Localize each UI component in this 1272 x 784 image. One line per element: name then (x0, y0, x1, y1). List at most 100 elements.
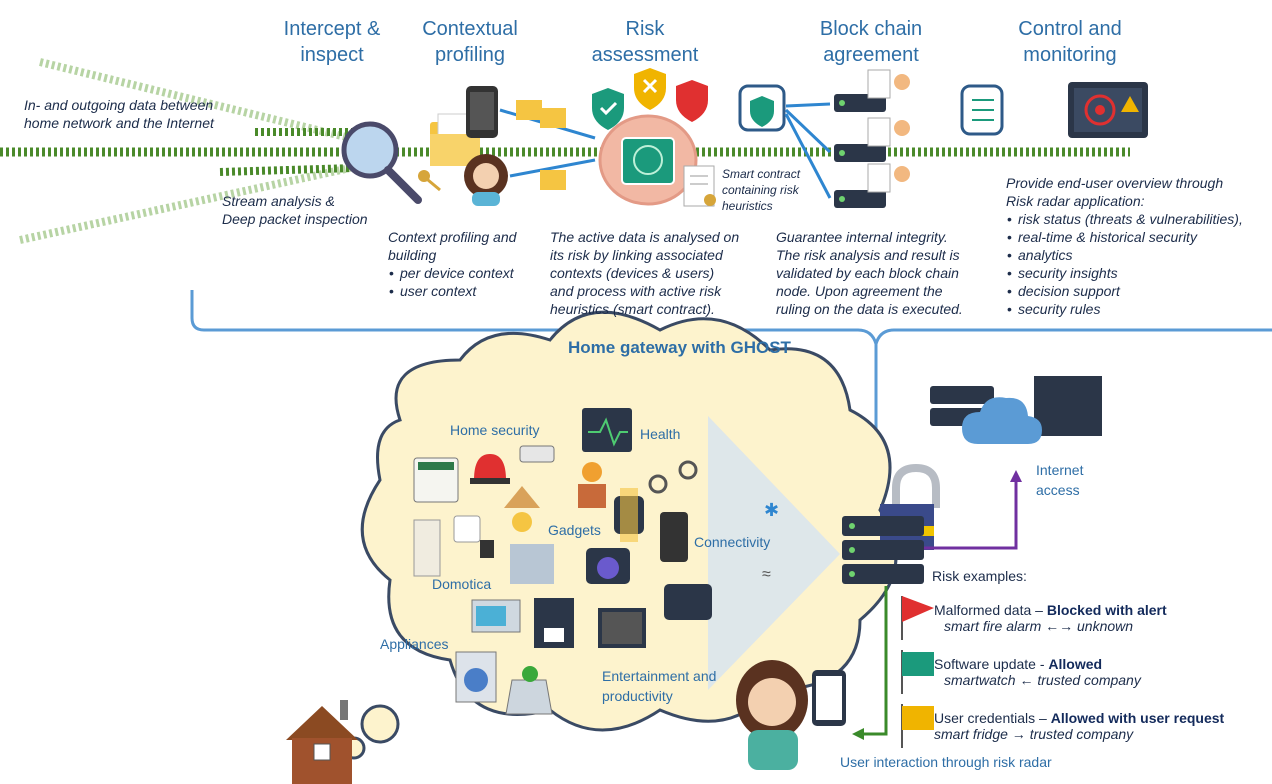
label-home-security: Home security (450, 422, 540, 438)
smartphone-icon (466, 86, 498, 138)
plug-icon (480, 540, 494, 558)
label-line: productivity (602, 688, 673, 704)
exercise-bike-icon (648, 460, 698, 494)
shield-x-icon (634, 68, 666, 110)
stage-title-line: inspect (300, 44, 364, 66)
label-line: home network and the Internet (24, 115, 214, 131)
stage-title-line: agreement (823, 44, 919, 66)
stage-title-line: profiling (434, 44, 506, 66)
verified-bubble-icon (738, 84, 786, 132)
desc-line: The risk analysis and result is (776, 247, 960, 263)
wifi-icon: ≈ (762, 566, 771, 583)
thumbs-up-icon (867, 69, 910, 99)
file-icon (540, 170, 566, 190)
profiling-description: Context profiling and building per devic… (388, 228, 544, 300)
monitor-icon (598, 608, 646, 648)
desc-bullet-continuation: analytics (1007, 246, 1272, 264)
shield-icon (676, 80, 708, 122)
desc-line: heuristics (smart contract). (550, 301, 715, 317)
label-connectivity: Connectivity (694, 534, 771, 550)
desc-line: The active data is analysed on (550, 229, 740, 245)
desc-bullet: security rules (1007, 300, 1272, 318)
radiator-icon (510, 544, 554, 584)
arrow-head-icon (852, 728, 864, 740)
stage-blockchain: Block chain agreement (796, 16, 946, 68)
thumbs-up-icon (867, 117, 910, 147)
stage-title-line: Risk (625, 18, 665, 40)
socket-icon (453, 515, 481, 543)
user-interaction-label: User interaction through risk radar (840, 754, 1052, 770)
keypad-icon (413, 457, 459, 503)
internet-label: Internet access (1036, 460, 1083, 500)
label-line: Smart contract (722, 167, 801, 181)
magnifier-icon (341, 121, 422, 204)
desc-line: and process with active risk (550, 283, 722, 299)
label-line: In- and outgoing data between (24, 97, 214, 113)
bluetooth-icon: ✱ (764, 500, 780, 520)
shield-check-icon (592, 88, 624, 130)
smartwatch-icon (614, 488, 644, 542)
desc-bullet: security insights (1007, 264, 1272, 282)
label-line: containing risk (722, 183, 799, 197)
tablet-icon (660, 512, 688, 562)
label-domotica: Domotica (432, 576, 492, 592)
desc-bullet: per device context (389, 264, 544, 282)
gateway-title: Home gateway with GHOST (568, 338, 791, 357)
file-icon (540, 108, 566, 128)
desc-line: analytics (1018, 247, 1073, 263)
risk-label: Malformed data – (934, 602, 1047, 618)
desc-line: ruling on the data is executed. (776, 301, 963, 317)
server-node-icon (834, 190, 886, 208)
desc-line: node. Upon agreement the (776, 283, 943, 299)
stage-title-line: Intercept & (283, 18, 381, 40)
file-icon (516, 100, 542, 120)
user-with-phone-icon (736, 660, 846, 770)
green-flag-icon (901, 650, 934, 694)
red-flag-icon (901, 596, 934, 640)
label-entertainment: Entertainment and productivity (602, 666, 716, 706)
risk-item: User credentials – Allowed with user req… (934, 710, 1224, 742)
desc-line: contexts (devices & users) (550, 265, 715, 281)
microwave-icon (471, 599, 521, 633)
blockchain-description: Guarantee internal integrity. The risk a… (776, 228, 1004, 318)
checklist-icon (960, 84, 1004, 136)
label-line: heuristics (722, 199, 773, 213)
washing-machine-icon (455, 651, 497, 703)
stage-profiling: Contextual profiling (400, 16, 540, 68)
risk-item: Software update - Allowed smartwatch ← t… (934, 656, 1141, 688)
stage-intercept: Intercept & inspect (262, 16, 402, 68)
desc-line: Guarantee internal integrity. (776, 229, 948, 245)
internet-link (924, 480, 1018, 550)
label-line: Internet (1036, 462, 1084, 478)
label-health: Health (640, 426, 681, 442)
stage-title-line: Block chain (819, 18, 923, 40)
chain-link (784, 108, 832, 154)
desc-bullet: user context (389, 282, 544, 300)
coffee-machine-icon (534, 598, 574, 648)
alarm-light-icon (470, 454, 510, 484)
stage-risk: Risk assessment (575, 16, 715, 68)
lamp-icon (504, 486, 540, 532)
control-description: Provide end-user overview through Risk r… (1006, 174, 1272, 318)
risk-detail: smart fridge → trusted company (934, 726, 1134, 742)
risk-item-title: User credentials – Allowed with user req… (934, 710, 1224, 726)
risk-detail: smart fire alarm ←→ unknown (944, 618, 1134, 634)
server-node-icon (834, 144, 886, 162)
desc-bullet: decision support (1007, 282, 1272, 300)
security-camera-icon (519, 445, 555, 463)
smart-contract-icon (683, 165, 716, 207)
risk-item: Malformed data – Blocked with alert smar… (934, 602, 1167, 634)
stream-upper-faded (39, 58, 351, 142)
house-icon (286, 700, 358, 784)
risk-verdict: Allowed with user request (1050, 710, 1225, 726)
stage-title-line: Contextual (422, 18, 518, 40)
label-line: Entertainment and (602, 668, 717, 684)
chain-link (784, 113, 832, 199)
risk-examples-title: Risk examples: (932, 568, 1027, 584)
desc-bullet: risk status (threats & vulnerabilities), (1007, 210, 1272, 228)
thumbs-up-icon (867, 163, 910, 193)
health-monitor-icon (582, 408, 632, 452)
arrow-head-icon (1010, 470, 1022, 482)
data-flow-label: In- and outgoing data between home netwo… (24, 96, 284, 132)
